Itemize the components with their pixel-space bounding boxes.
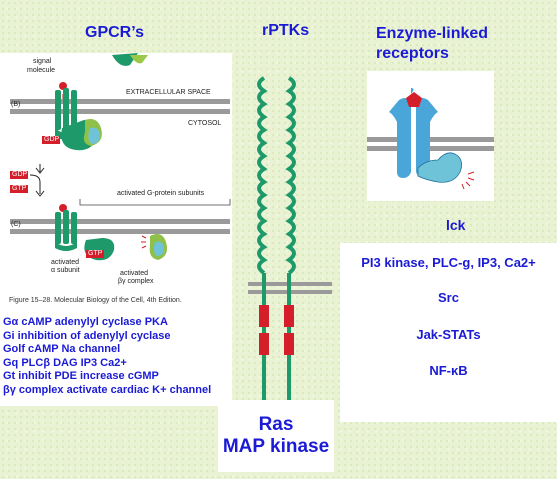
list-item: NF-κB [429,363,468,378]
enzyme-header-line2: receptors [376,45,449,62]
cytosol-label: CYTOSOL [188,120,222,127]
gtp-label-c: GTP [88,250,103,257]
list-item: βγ complex activate cardiac K+ channel [3,383,212,396]
enzyme-receptor-icon [389,88,438,178]
activated-alpha-label-2: α subunit [51,267,80,274]
signal-molecule-label-2: molecule [27,67,56,74]
gpcr-membrane-b [10,99,230,114]
list-item: Jak-STATs [416,327,481,342]
gdp-label-b: GDP [44,136,60,143]
enzyme-figure-panel [367,71,494,201]
enzyme-pathway-list: PI3 kinase, PLC-g, IP3, Ca2+ Src Jak-STA… [340,243,557,422]
gpcr-figure-panel [0,53,232,316]
g-protein-icon [42,119,102,151]
activated-bg-label: activated [120,270,149,277]
lck-label: lck [446,217,466,233]
ligand-icon [406,92,422,107]
gpcr-membrane-c [10,219,230,234]
panel-b-label: (B) [11,101,21,108]
list-item: Src [438,290,459,305]
rptk-receptor-right [284,76,296,400]
list-item: Gq PLCβ DAG IP3 Ca2+ [3,356,127,369]
list-item: PI3 kinase, PLC-g, IP3, Ca2+ [361,255,536,270]
rptk-header: rPTKs [262,22,310,39]
enzyme-header-line1: Enzyme-linked [376,25,489,42]
list-item: Gα cAMP adenylyl cyclase PKA [3,316,168,328]
rptk-receptor-left [257,76,269,400]
list-item: Golf cAMP Na channel [3,343,121,355]
signal-molecule-label: signal [33,58,52,65]
figure-caption: Figure 15–28. Molecular Biology of the C… [9,297,182,304]
activated-bg-label-2: βγ complex [118,278,154,285]
gpcr-pathway-list: Gα cAMP adenylyl cyclase PKA Gi inhibiti… [0,316,232,406]
activated-alpha-label: activated [51,259,80,266]
lck-enzyme-icon [417,152,475,190]
extracellular-label: EXTRACELLULAR SPACE [126,89,211,96]
gtp-label: GTP [12,185,27,192]
activated-subunits-label: activated G-protein subunits [117,190,205,197]
ras-label: Ras [258,414,294,435]
map-kinase-label: MAP kinase [222,436,330,457]
enzyme-membrane [367,137,494,151]
gpcr-header: GPCR’s [85,24,144,41]
panel-c-label: (C) [11,221,21,228]
list-item: Gt inhibit PDE increase cGMP [3,370,159,382]
ras-map-kinase-box: Ras MAP kinase [218,400,334,472]
list-item: Gi inhibition of adenylyl cyclase [3,329,171,342]
gdp-label: GDP [12,171,28,178]
